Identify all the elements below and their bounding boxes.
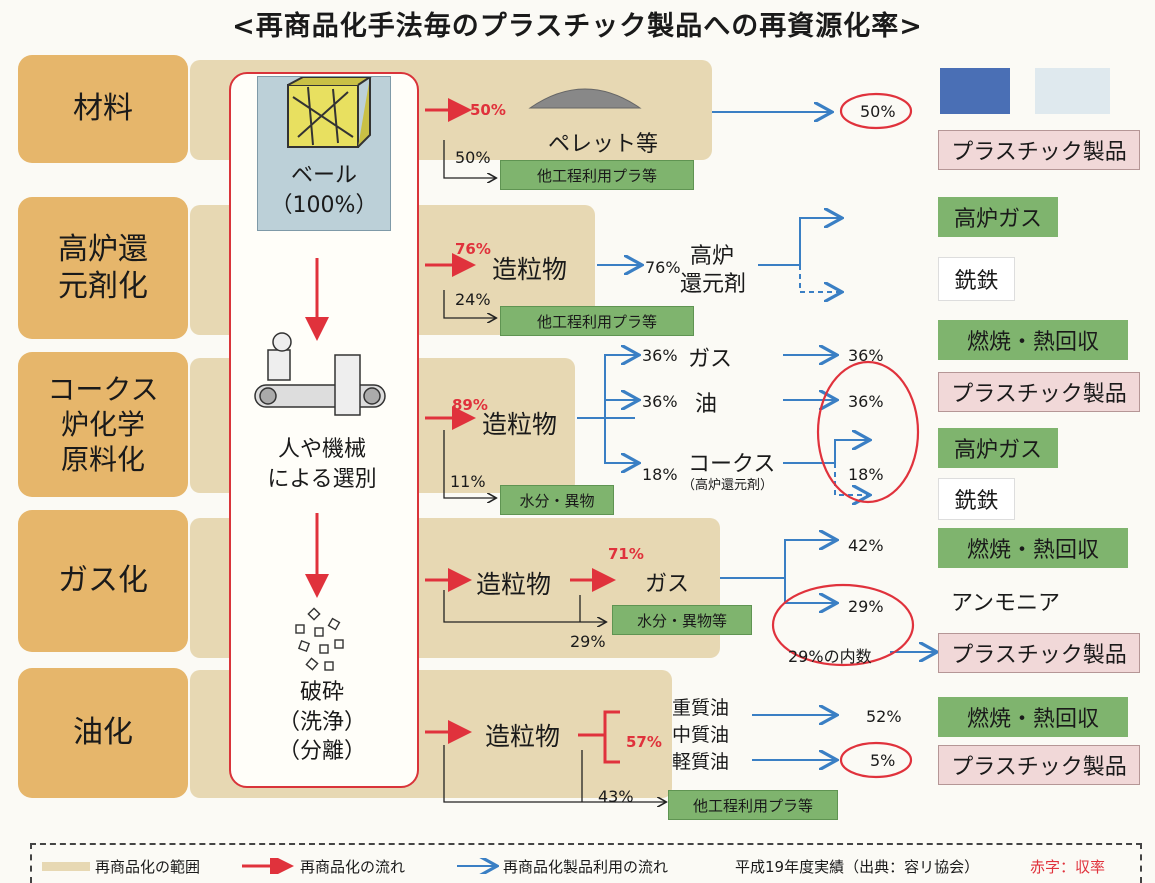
category-blast-furnace: 高炉還 元剤化 <box>18 197 188 339</box>
coke-oil-percent: 36% <box>642 392 678 411</box>
coke-result-gas: 36% <box>848 346 884 365</box>
oil-light: 軽質油 <box>672 751 730 773</box>
coke-output-gas: 高炉ガス <box>938 428 1058 468</box>
gasify-other-box: 水分・異物等 <box>612 605 752 635</box>
oil-mid: 中質油 <box>672 724 730 746</box>
pallet-icon <box>940 68 1010 114</box>
highlight-circle <box>771 583 915 667</box>
oil-other-percent: 43% <box>598 787 634 806</box>
category-liquefaction: 油化 <box>18 668 188 798</box>
coke-other-box: 水分・異物 <box>500 485 614 515</box>
material-rate: 50% <box>470 101 506 119</box>
coke-oil-label: 油 <box>695 392 718 417</box>
blast-product: 造粒物 <box>492 255 568 284</box>
highlight-circle <box>839 92 913 130</box>
sheet-icon <box>1035 68 1110 114</box>
blast-agent-line1: 高炉 <box>690 244 735 269</box>
coke-gas-label: ガス <box>688 347 733 372</box>
blast-percent: 76% <box>645 258 681 277</box>
category-material: 材料 <box>18 55 188 163</box>
coke-result-coke: 18% <box>848 465 884 484</box>
coke-product: 造粒物 <box>482 410 558 439</box>
sorting-label-line: による選別 <box>267 466 377 492</box>
gasify-other-percent: 29% <box>570 632 606 651</box>
highlight-circle <box>839 741 913 779</box>
oil-output-plastic: プラスチック製品 <box>938 745 1140 785</box>
oil-heavy: 重質油 <box>672 697 730 719</box>
bale-icon <box>287 76 374 148</box>
legend-range-swatch <box>42 862 90 871</box>
coke-output-plastic: プラスチック製品 <box>938 372 1140 412</box>
blast-output-iron: 銑鉄 <box>938 257 1015 301</box>
blast-agent-line2: 還元剤 <box>680 272 747 297</box>
material-product: ペレット等 <box>548 132 659 157</box>
legend-source: 平成19年度実績（出典：容リ協会） <box>735 858 980 876</box>
highlight-circle <box>816 360 920 504</box>
legend-flow: 再商品化の流れ <box>300 858 406 876</box>
gasify-output-ammonia: アンモニア <box>938 582 1073 620</box>
oil-result-2: 5% <box>870 751 896 770</box>
pellet-pile-icon <box>528 88 642 109</box>
coke-coke-sub: （高炉還元剤） <box>682 478 774 493</box>
material-output: プラスチック製品 <box>938 130 1140 170</box>
category-label: ガス化 <box>58 563 148 599</box>
oil-result-1: 52% <box>866 707 902 726</box>
legend-blue-arrow-icon <box>457 858 505 874</box>
bale-percent: （100%） <box>270 192 378 218</box>
sorting-label-line: 人や機械 <box>277 437 366 462</box>
oil-output-heat: 燃焼・熱回収 <box>938 697 1128 737</box>
material-other-box: 他工程利用プラ等 <box>500 160 694 190</box>
crush-label-line: （洗浄） <box>277 709 366 735</box>
category-label: 油化 <box>73 715 133 751</box>
material-other-percent: 50% <box>455 148 491 167</box>
legend-use: 再商品化製品利用の流れ <box>503 858 669 876</box>
coke-result-oil: 36% <box>848 392 884 411</box>
bale-label: ベール <box>290 163 357 188</box>
category-label: 材料 <box>73 91 133 127</box>
blast-output-gas: 高炉ガス <box>938 197 1058 237</box>
crush-label: 破砕 （洗浄） （分離） <box>229 678 415 767</box>
coke-other-percent: 11% <box>450 472 486 491</box>
legend-range: 再商品化の範囲 <box>95 858 201 876</box>
coke-rate: 89% <box>452 396 488 414</box>
legend-box <box>30 843 1142 883</box>
crush-label-line: （分離） <box>277 739 366 765</box>
blast-other-percent: 24% <box>455 290 491 309</box>
oil-other-box: 他工程利用プラ等 <box>668 790 838 820</box>
material-result: 50% <box>860 102 896 121</box>
gasify-output-heat: 燃焼・熱回収 <box>938 528 1128 568</box>
gasify-output-plastic: プラスチック製品 <box>938 633 1140 673</box>
coke-output-heat: 燃焼・熱回収 <box>938 320 1128 360</box>
gasify-gas-label: ガス <box>645 572 690 597</box>
bale-box: ベール （100%） <box>257 76 391 231</box>
crush-label-line: 破砕 <box>299 680 344 705</box>
page-title: <再商品化手法毎のプラスチック製品への再資源化率> <box>232 11 923 42</box>
oil-product: 造粒物 <box>485 722 561 751</box>
sorting-label: 人や機械 による選別 <box>229 435 415 494</box>
crushed-fragments-icon <box>295 607 344 671</box>
gasify-result-1: 42% <box>848 536 884 555</box>
blast-rate: 76% <box>455 240 491 258</box>
gasify-inner-note: 29%の内数 <box>788 647 872 666</box>
coke-coke-percent: 18% <box>642 465 678 484</box>
coke-gas-percent: 36% <box>642 346 678 365</box>
coke-coke-label: コークス <box>688 452 776 477</box>
category-label: 高炉還 元剤化 <box>58 231 148 305</box>
sorting-machine-icon <box>254 332 386 416</box>
legend-note: 赤字：収率 <box>1030 858 1106 876</box>
category-label: コークス 炉化学 原料化 <box>47 373 159 476</box>
gasify-rate: 71% <box>608 545 644 563</box>
gasify-product: 造粒物 <box>476 570 552 599</box>
coke-output-iron: 銑鉄 <box>938 478 1015 520</box>
gasify-result-2: 29% <box>848 597 884 616</box>
legend-red-arrow-icon <box>242 858 294 874</box>
category-coke-oven: コークス 炉化学 原料化 <box>18 352 188 497</box>
blast-other-box: 他工程利用プラ等 <box>500 306 694 336</box>
category-gasification: ガス化 <box>18 510 188 652</box>
oil-rate: 57% <box>626 733 662 751</box>
